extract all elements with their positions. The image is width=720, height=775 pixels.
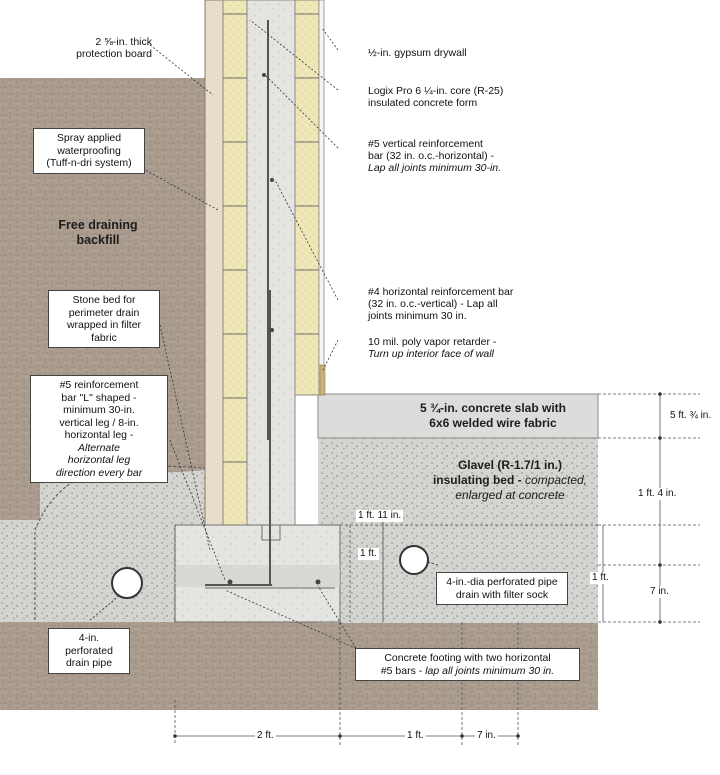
- drywall: [318, 0, 325, 396]
- inner-pipe-label: 4-in.-dia perforated pipe drain with fil…: [436, 572, 568, 605]
- dim-offset: 1 ft.: [405, 730, 426, 742]
- inner-drain-pipe: [399, 545, 429, 575]
- label-line: Logix Pro 6 ¼-in. core (R-25): [368, 85, 504, 97]
- label-line: drain with filter sock: [455, 588, 549, 601]
- label-line: perimeter drain: [68, 306, 140, 319]
- label-line: 2 ⅝-in. thick: [95, 36, 152, 48]
- glavel-label: Glavel (R-1.7/1 in.) insulating bed - co…: [430, 458, 590, 503]
- label-line: Lap all joints minimum 30-in.: [368, 162, 502, 174]
- label-line: 10 mil. poly vapor retarder -: [368, 336, 497, 348]
- stone-bed-label: Stone bed for perimeter drain wrapped in…: [48, 290, 160, 348]
- label-line: horizontal leg: [67, 454, 131, 466]
- label-line: bar "L" shaped -: [61, 391, 137, 404]
- label-line: drain pipe: [65, 657, 113, 669]
- label-line: minimum 30-in.: [63, 404, 135, 416]
- label-line: #4 horizontal reinforcement bar: [368, 286, 514, 298]
- outer-drain-pipe: [111, 567, 143, 599]
- label-line: #5 reinforcement: [59, 379, 139, 391]
- label-line: protection board: [76, 48, 152, 60]
- label-line: Concrete footing with two horizontal: [384, 652, 551, 664]
- dim-footing-width: 2 ft.: [255, 730, 276, 742]
- label-line: Glavel (R-1.7/1 in.): [457, 458, 563, 472]
- slab-label: 5 ¾-in. concrete slab with 6x6 welded wi…: [398, 401, 588, 431]
- backfill-label: Free draining backfill: [38, 218, 158, 248]
- vertical-bar-label: #5 vertical reinforcement bar (32 in. o.…: [368, 138, 501, 174]
- label-line: #5 vertical reinforcement: [368, 138, 483, 150]
- protection-board: [204, 0, 224, 526]
- label-line: 4-in.: [78, 632, 100, 644]
- dim-pipe-height: 7 in.: [648, 586, 671, 598]
- label-line: compacted,: [524, 473, 588, 487]
- label-line: Alternate: [77, 441, 121, 454]
- drywall-label: ½-in. gypsum drywall: [368, 47, 467, 59]
- vapor-retarder-label: 10 mil. poly vapor retarder - Turn up in…: [368, 336, 496, 360]
- label-line: Spray applied: [56, 132, 122, 144]
- label-line: 6x6 welded wire fabric: [429, 416, 557, 430]
- label-line: 4-in.-dia perforated pipe: [446, 576, 558, 588]
- icf-label: Logix Pro 6 ¼-in. core (R-25) insulated …: [368, 85, 503, 109]
- dim-footing-height: 1 ft.: [358, 548, 379, 560]
- dim-pipe-offset: 7 in.: [475, 730, 498, 742]
- waterproofing-label: Spray applied waterproofing (Tuff-n-dri …: [33, 128, 145, 174]
- concrete-slab: [317, 393, 599, 439]
- label-line: (Tuff-n-dri system): [46, 157, 132, 169]
- label-line: vertical leg / 8-in.: [59, 416, 139, 429]
- label-line: enlarged at concrete: [455, 488, 565, 502]
- label-line: (32 in. o.c.-vertical) - Lap all: [368, 298, 498, 310]
- label-line: 5 ¾-in. concrete slab with: [419, 401, 567, 415]
- label-line: Turn up interior face of wall: [368, 348, 494, 360]
- label-line: Stone bed for: [72, 294, 136, 306]
- label-line: Free draining: [58, 218, 138, 232]
- label-line: wrapped in filter: [66, 319, 142, 331]
- protection-board-label: 2 ⅝-in. thick protection board: [52, 36, 152, 60]
- dim-slab-thickness: 5 ft. ¾ in.: [668, 410, 714, 422]
- label-line: bar (32 in. o.c.-horizontal) -: [368, 150, 495, 162]
- label-line: direction every bar: [55, 466, 143, 479]
- label-line: insulating bed -: [432, 473, 522, 487]
- label-line: fabric: [91, 331, 117, 344]
- label-line: perforated: [65, 644, 113, 657]
- l-bar-label: #5 reinforcement bar "L" shaped - minimu…: [30, 375, 168, 483]
- label-line: waterproofing: [57, 144, 121, 157]
- dim-bed-depth: 1 ft. 4 in.: [636, 488, 679, 500]
- footing-label: Concrete footing with two horizontal #5 …: [355, 648, 580, 681]
- label-line: insulated concrete form: [368, 97, 478, 109]
- dim-footing-height-right: 1 ft.: [590, 572, 611, 584]
- label-line: #5 bars -: [380, 664, 426, 677]
- horizontal-bar-label: #4 horizontal reinforcement bar (32 in. …: [368, 286, 513, 322]
- dim-wall-to-footing: 1 ft. 11 in.: [356, 510, 404, 522]
- label-line: backfill: [76, 233, 120, 247]
- drain-pipe-label: 4-in. perforated drain pipe: [48, 628, 130, 674]
- label-line: joints minimum 30 in.: [368, 310, 467, 322]
- label-line: horizontal leg -: [64, 429, 134, 441]
- label-line: lap all joints minimum 30 in.: [425, 664, 555, 677]
